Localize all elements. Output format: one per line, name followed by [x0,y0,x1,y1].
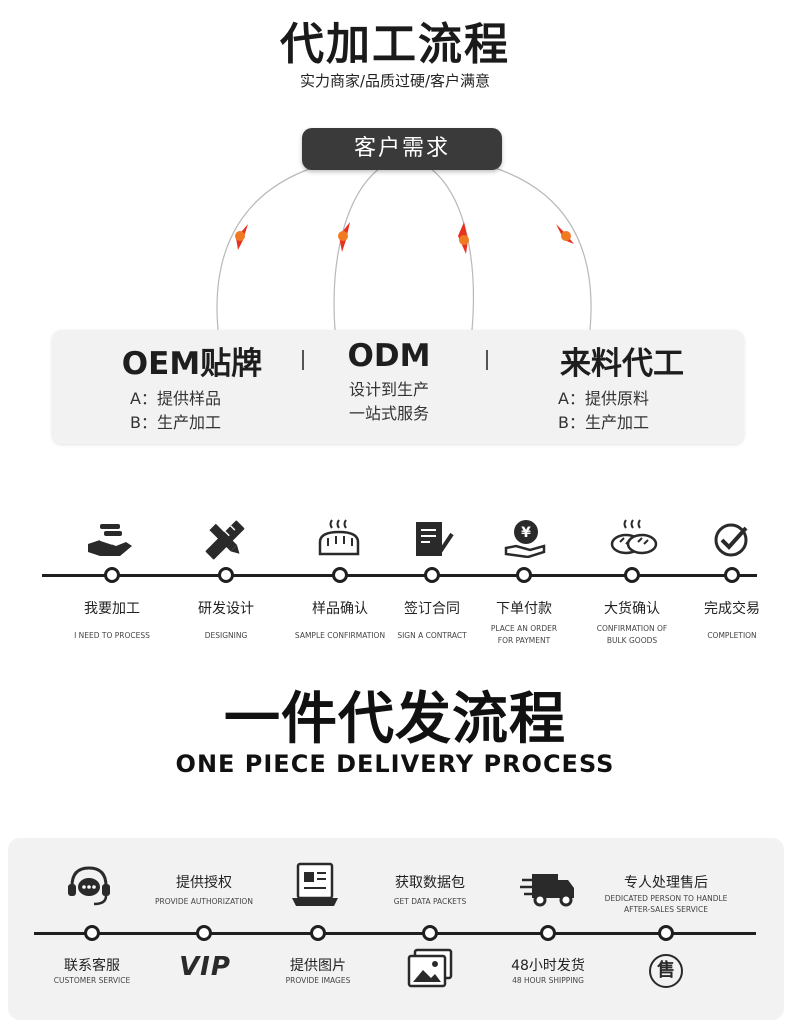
step-label: 提供图片 [290,958,346,974]
step-label: 大货确认 [604,601,660,617]
timeline-node [218,567,234,583]
step-label: 48小时发货 [511,958,585,974]
timeline-node [196,925,212,941]
arc-odm-left [333,167,381,331]
step-label: 我要加工 [84,601,140,617]
svg-text:¥: ¥ [521,525,531,541]
page-subtitle: 实力商家/品质过硬/客户满意 [299,72,491,90]
service-line: B：生产加工 [130,413,221,432]
step-label-en: CUSTOMER SERVICE [53,976,131,985]
step-label: 获取数据包 [395,875,465,891]
page-title: 代加工流程 [280,19,510,70]
timeline-node [658,925,674,941]
step-label-en: SAMPLE CONFIRMATION [294,631,386,640]
arc-right-outer [494,167,592,331]
step-label-en: SIGN A CONTRACT [397,631,467,640]
step-label: 专人处理售后 [624,875,708,891]
timeline-node [104,567,120,583]
service-title: 来料代工 [560,346,684,382]
service-title: ODM [347,338,431,374]
step-label: 样品确认 [312,601,368,617]
step-label-en: PROVIDE AUTHORIZATION [155,897,253,906]
service-odm: ODM 设计到生产 一站式服务 [314,338,464,426]
gallery-icon [407,948,453,988]
timeline-node [624,567,640,583]
timeline-node [724,567,740,583]
step-label-en: 48 HOUR SHIPPING [512,976,584,985]
step-label-en: I NEED TO PROCESS [74,631,150,640]
divider [302,350,304,370]
timeline-line [34,932,756,935]
service-line: A：提供原料 [558,389,649,408]
step-label: 下单付款 [496,601,552,617]
bread-batch-icon [610,519,658,555]
service-line: A：提供样品 [130,389,221,408]
pencil-ruler-icon [205,520,245,560]
divider [486,350,488,370]
timeline-node [422,925,438,941]
yuan-coin-hand-icon: ¥ [504,520,546,558]
service-processing: 来料代工 A：提供原料 B：生产加工 [522,338,722,435]
vip-icon: VIP [179,952,231,982]
step-label-en: COMPLETION [707,631,757,640]
step-label: 研发设计 [198,601,254,617]
service-oem: OEM贴牌 A：提供样品 B：生产加工 [92,338,292,435]
timeline-node [540,925,556,941]
service-panel: OEM贴牌 A：提供样品 B：生产加工 ODM 设计到生产 一站式服务 来料代工… [52,330,744,444]
timeline-node [310,925,326,941]
timeline-line [42,574,757,577]
step-label: 签订合同 [404,601,460,617]
timeline-node [516,567,532,583]
contract-icon [416,522,454,556]
headset-chat-icon [68,866,110,906]
step-label-en: PLACE AN ORDER [490,624,558,633]
service-line: B：生产加工 [558,413,649,432]
delivery-truck-icon [520,874,574,907]
step-label: 提供授权 [176,875,232,891]
step-label-en: FOR PAYMENT [497,636,551,645]
step-label: 联系客服 [64,958,120,974]
hand-money-icon [88,524,132,556]
delivery-panel [8,838,784,1020]
arc-odm-right [429,167,474,331]
section-title: 一件代发流程 [224,687,566,752]
flow-arcs [216,167,592,331]
step-label-en: GET DATA PACKETS [393,897,467,906]
timeline-node [424,567,440,583]
step-label-en: AFTER-SALES SERVICE [624,905,708,914]
check-circle-icon [714,523,748,557]
step-label-en: DEDICATED PERSON TO HANDLE [604,894,728,903]
step-label-en: PROVIDE IMAGES [285,976,351,985]
service-title: OEM贴牌 [121,346,263,382]
step-label-en: CONFIRMATION OF [596,624,668,633]
bread-icon [318,519,360,556]
section-subtitle: ONE PIECE DELIVERY PROCESS [175,750,615,778]
step-label: 完成交易 [704,601,760,617]
timeline-node [84,925,100,941]
service-line: 一站式服务 [348,404,429,423]
document-card-icon [292,862,338,906]
customer-request-box: 客户需求 [302,128,502,170]
timeline-node [332,567,348,583]
step-label-en: BULK GOODS [606,636,658,645]
service-line: 设计到生产 [348,380,429,399]
arc-oem-outer [216,167,313,331]
shou-badge-icon: 售 [649,954,683,988]
step-label-en: DESIGNING [204,631,248,640]
